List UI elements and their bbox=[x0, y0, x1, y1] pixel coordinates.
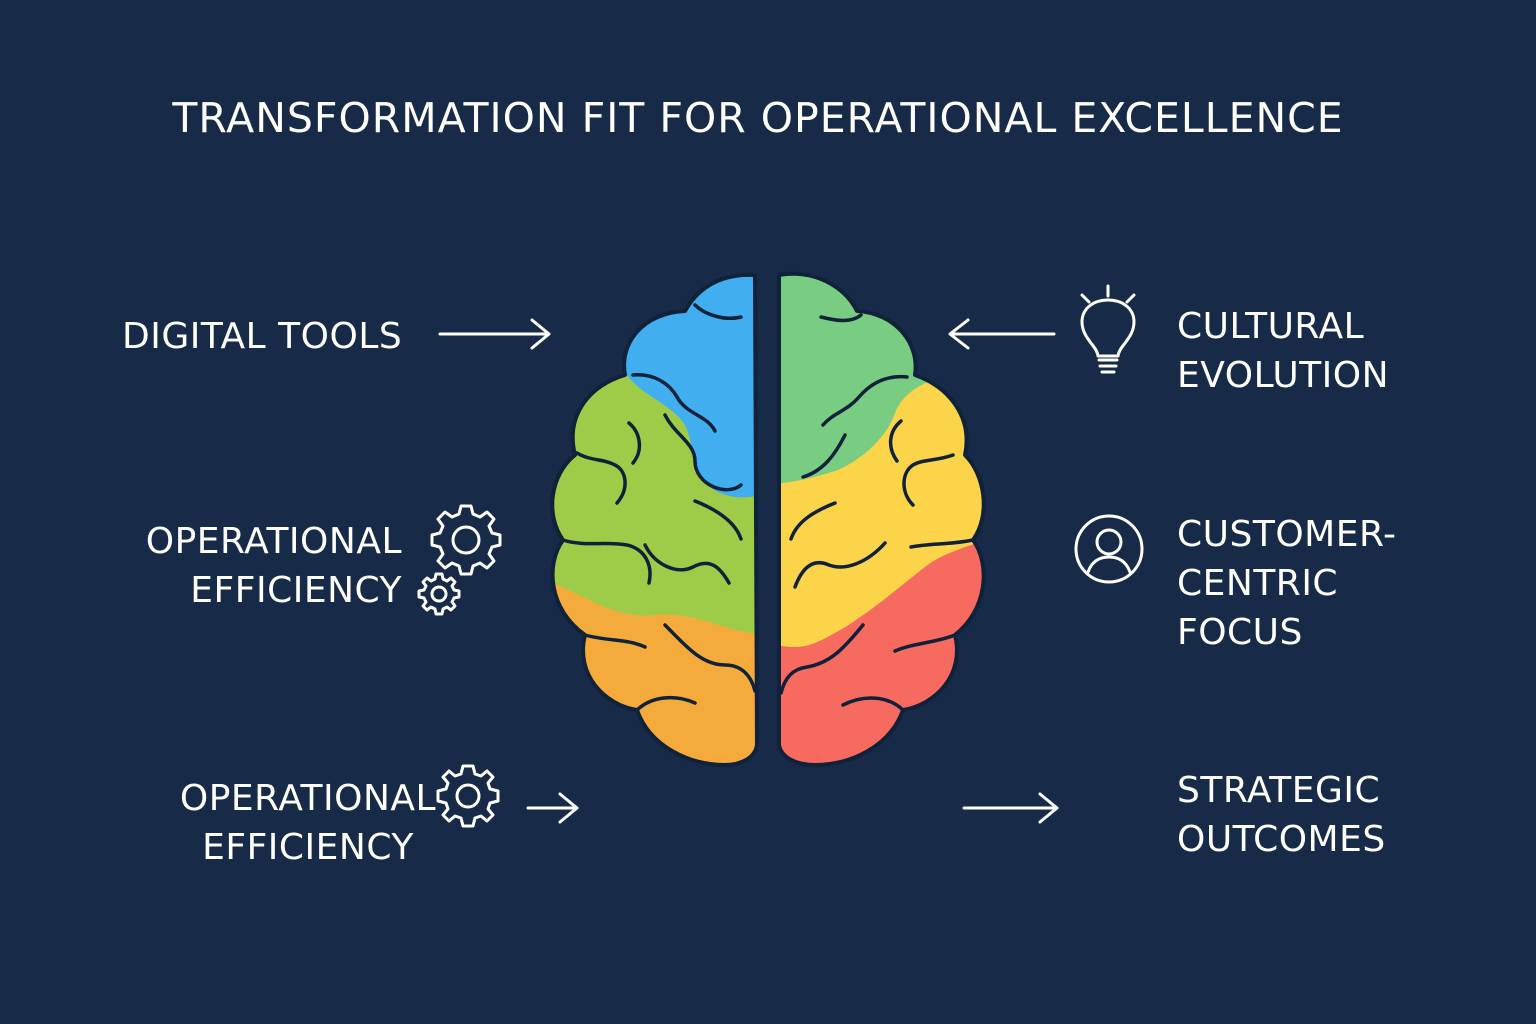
label-line: EFFICIENCY bbox=[190, 570, 402, 611]
user-icon bbox=[1072, 512, 1146, 586]
arrow-digital-tools-to-brain bbox=[438, 316, 554, 352]
brain-illustration bbox=[545, 265, 995, 775]
diagram-title: TRANSFORMATION FIT FOR OPERATIONAL EXCEL… bbox=[172, 94, 1344, 142]
label-strategic-outcomes: STRATEGIC OUTCOMES bbox=[1177, 766, 1386, 864]
label-line: EFFICIENCY bbox=[202, 827, 414, 868]
gears-icon bbox=[412, 500, 508, 620]
brain-right-hemisphere bbox=[777, 271, 986, 767]
label-line: EVOLUTION bbox=[1177, 355, 1390, 396]
label-line: OPERATIONAL bbox=[179, 778, 437, 819]
brain-left-hemisphere bbox=[550, 272, 759, 767]
label-line: OUTCOMES bbox=[1177, 819, 1386, 860]
label-line: DIGITAL TOOLS bbox=[122, 316, 403, 357]
gear-icon bbox=[434, 760, 502, 832]
label-customer-centric-focus: CUSTOMER- CENTRIC FOCUS bbox=[1177, 510, 1397, 657]
arrow-operational-efficiency bbox=[526, 790, 582, 826]
label-line: CUSTOMER- bbox=[1177, 514, 1397, 555]
label-digital-tools: DIGITAL TOOLS bbox=[122, 312, 402, 361]
arrow-cultural-evolution-to-brain bbox=[946, 316, 1058, 352]
label-line: FOCUS bbox=[1177, 612, 1303, 653]
label-line: STRATEGIC bbox=[1177, 770, 1381, 811]
label-operational-efficiency-2: OPERATIONAL EFFICIENCY bbox=[148, 774, 468, 872]
label-line: OPERATIONAL bbox=[145, 521, 402, 562]
arrow-to-strategic-outcomes bbox=[962, 790, 1062, 826]
label-operational-efficiency-1: OPERATIONAL EFFICIENCY bbox=[112, 517, 402, 615]
label-line: CULTURAL bbox=[1177, 306, 1365, 347]
label-cultural-evolution: CULTURAL EVOLUTION bbox=[1177, 302, 1389, 400]
label-line: CENTRIC bbox=[1177, 563, 1339, 604]
lightbulb-icon bbox=[1068, 280, 1148, 384]
